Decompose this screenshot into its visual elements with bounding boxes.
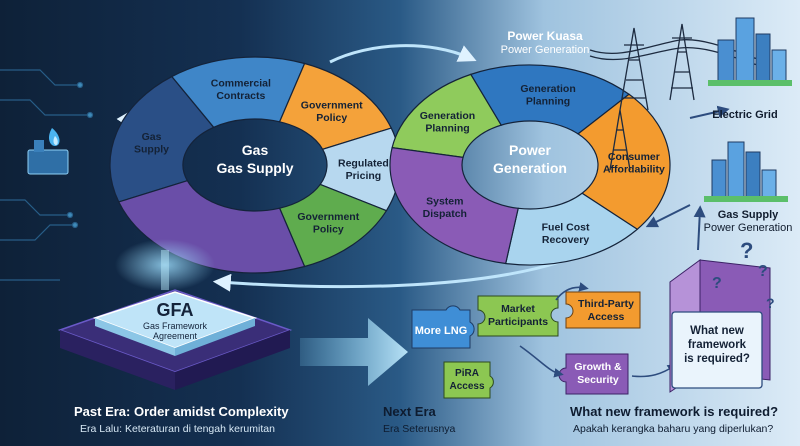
question-mark-icon: ? [740, 238, 753, 263]
puzzle-growth-security [558, 353, 629, 395]
power_ring-segment-label: Planning [526, 96, 570, 108]
gas-ring-center-line2: Gas Supply [216, 160, 293, 176]
puzzle-third-line1: Third-Party [578, 298, 634, 310]
framework-box-line2: framework [688, 339, 747, 351]
puzzle-more-lng-label: More LNG [415, 325, 468, 337]
question-mark-icon: ? [766, 295, 775, 311]
question-mark-icon: ? [712, 275, 722, 292]
gas_ring-segment-label: Commercial [211, 78, 271, 90]
puzzle-pira-access [443, 361, 494, 399]
return-arrow-bottom [212, 260, 561, 292]
power-ring: GenerationPlanningGenerationPlanningCons… [389, 64, 671, 266]
gas_ring-segment-label: Gas [142, 131, 162, 143]
puzzle-growth-line1: Growth & [574, 361, 622, 373]
electric-grid-label: Electric Grid [712, 109, 777, 121]
right-arrow-up [693, 205, 706, 251]
transition-beam-arrow [300, 318, 408, 386]
puzzle-arrow-1 [555, 282, 589, 301]
question-title: What new framework is required? [570, 404, 779, 419]
gfa-line2: Agreement [153, 331, 198, 341]
gas_ring-segment-label: Supply [134, 143, 169, 155]
next-era-title: Next Era [383, 404, 436, 419]
puzzle-third-line2: Access [588, 311, 625, 323]
gas_ring-segment-label: Regulated [338, 157, 389, 169]
question-mark-icon: ? [758, 263, 768, 280]
puzzle-pira-line1: PiRA [455, 368, 479, 379]
gas_ring-segment-label: Contracts [216, 90, 265, 102]
gas_ring-segment-label: Government [297, 211, 359, 223]
gas-supply-city-icon [704, 141, 788, 202]
puzzle-third-party-access [565, 291, 641, 329]
puzzle-arrow-3 [631, 363, 678, 378]
grid-arrow [689, 105, 730, 119]
power-generation-label: Power Generation [704, 222, 793, 234]
power-ring-center-line1: Power [509, 142, 552, 158]
power_ring-segment [469, 64, 630, 135]
gas_ring-segment [117, 180, 306, 274]
gas-supply-arrow-down [645, 204, 691, 228]
header-title: Power Kuasa [507, 29, 583, 43]
gas_ring-segment [109, 75, 215, 203]
header-subtitle: Power Generation [501, 44, 590, 56]
power_ring-segment-label: Generation [520, 83, 575, 95]
circuit-decoration [0, 69, 94, 281]
power_ring-segment-label: Fuel Cost [542, 222, 590, 234]
question-subtitle: Apakah kerangka baharu yang diperlukan? [573, 423, 774, 435]
power_ring-segment-label: Recovery [542, 234, 589, 246]
puzzle-pira-line2: Access [449, 381, 484, 392]
past-era-title: Past Era: Order amidst Complexity [74, 404, 289, 419]
power_ring-segment-label: Dispatch [423, 208, 467, 220]
power_ring-segment-label: Generation [420, 110, 475, 122]
gas-ring-center-line1: Gas [242, 142, 269, 158]
electric-grid-city-icon [708, 17, 792, 86]
puzzle-arrow-2 [519, 345, 564, 378]
framework-box-line1: What new [690, 325, 744, 337]
puzzle-more-lng [411, 305, 475, 349]
framework-question-box: ? ? ? ? [669, 238, 775, 393]
return-arrow-top [329, 44, 477, 64]
next-era-subtitle: Era Seterusnya [383, 423, 456, 435]
gas_ring-segment-label: Government [301, 100, 363, 112]
gas_ring-segment-label: Policy [316, 112, 347, 124]
gfa-platform [57, 239, 293, 390]
gfa-title: GFA [156, 300, 193, 320]
framework-box-line3: is required? [684, 353, 750, 365]
puzzle-market-line2: Participants [488, 316, 548, 328]
gas_ring-segment-label: Pricing [346, 170, 382, 182]
puzzle-growth-line2: Security [577, 374, 619, 386]
gas_ring-segment-label: Policy [313, 223, 344, 235]
power_ring-segment [389, 146, 519, 265]
gas-plant-icon [27, 128, 69, 175]
power_ring-segment-label: Affordability [603, 163, 665, 175]
power_ring-segment-label: System [426, 195, 463, 207]
gfa-line1: Gas Framework [143, 321, 208, 331]
puzzle-market-participants [477, 295, 559, 337]
gas-supply-label: Gas Supply [718, 209, 779, 221]
power-ring-center-line2: Generation [493, 160, 567, 176]
gas-ring: GasSupplyCommercialContractsGovernmentPo… [109, 56, 401, 274]
power_ring-segment-label: Consumer [608, 151, 660, 163]
puzzle-market-line1: Market [501, 303, 535, 315]
past-era-subtitle: Era Lalu: Keteraturan di tengah kerumita… [80, 423, 275, 435]
power_ring-segment-label: Planning [425, 123, 469, 135]
